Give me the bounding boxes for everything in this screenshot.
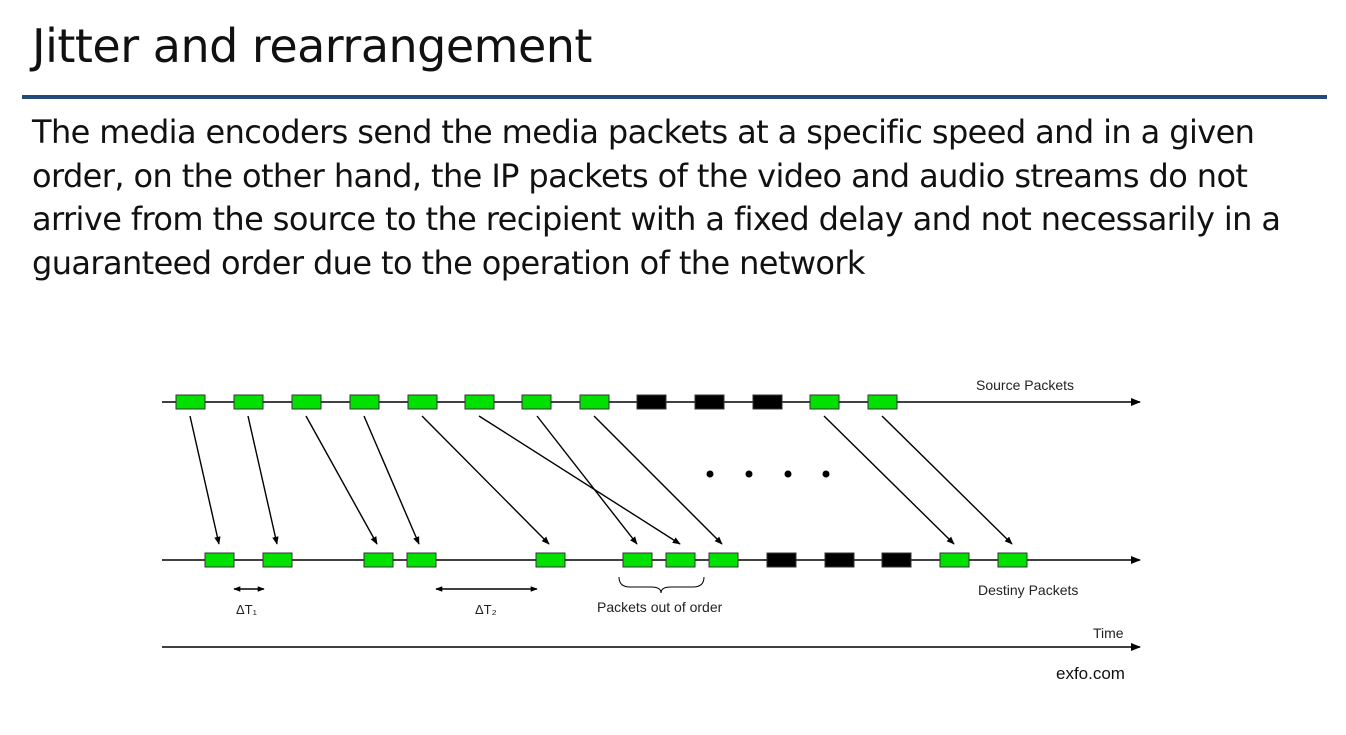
delta-t2-label: ΔT₂ — [475, 602, 497, 617]
destiny-packet — [622, 552, 653, 568]
destiny-packet — [708, 552, 739, 568]
source-packet — [867, 394, 898, 410]
time-label: Time — [1093, 625, 1124, 641]
transit-arrows — [189, 415, 1013, 545]
source-packet — [579, 394, 610, 410]
out-of-order-label: Packets out of order — [597, 599, 723, 615]
transit-arrow — [247, 415, 279, 545]
transit-arrow — [536, 415, 638, 545]
transit-arrow — [881, 415, 1013, 545]
destiny-packet — [262, 552, 293, 568]
destiny-packet — [363, 552, 394, 568]
transit-arrow — [478, 415, 681, 545]
destiny-packet-lost — [766, 552, 797, 568]
destiny-packet-lost — [824, 552, 855, 568]
out-of-order-brace — [618, 576, 705, 594]
destiny-packet — [665, 552, 696, 568]
slide-title: Jitter and rearrangement — [32, 19, 592, 73]
source-packet — [809, 394, 840, 410]
destiny-packet — [939, 552, 970, 568]
destiny-packet — [406, 552, 437, 568]
source-packets — [175, 394, 898, 410]
source-packet — [464, 394, 495, 410]
source-credit: exfo.com — [1056, 664, 1125, 683]
transit-arrow — [421, 415, 550, 545]
title-underline — [22, 95, 1327, 99]
destiny-packets-label: Destiny Packets — [978, 582, 1078, 598]
slide-body-text: The media encoders send the media packet… — [32, 113, 1281, 282]
source-packet — [349, 394, 380, 410]
ellipsis-dots — [706, 470, 830, 478]
destiny-packets — [204, 552, 1028, 568]
transit-arrow — [189, 415, 221, 545]
source-packet — [175, 394, 206, 410]
transit-arrow — [593, 415, 723, 545]
source-packet — [521, 394, 552, 410]
source-packet-lost — [752, 394, 783, 410]
source-packet-lost — [694, 394, 725, 410]
transit-arrow — [363, 415, 420, 545]
destiny-packet — [204, 552, 235, 568]
source-packet-lost — [636, 394, 667, 410]
destiny-packet-lost — [881, 552, 912, 568]
source-packet — [407, 394, 438, 410]
destiny-packet — [535, 552, 566, 568]
source-packets-label: Source Packets — [976, 377, 1074, 393]
transit-arrow — [305, 415, 378, 545]
source-packet — [291, 394, 322, 410]
source-packet — [233, 394, 264, 410]
transit-arrow — [823, 415, 955, 545]
destiny-packet — [997, 552, 1028, 568]
delta-t1-label: ΔT₁ — [236, 602, 258, 617]
